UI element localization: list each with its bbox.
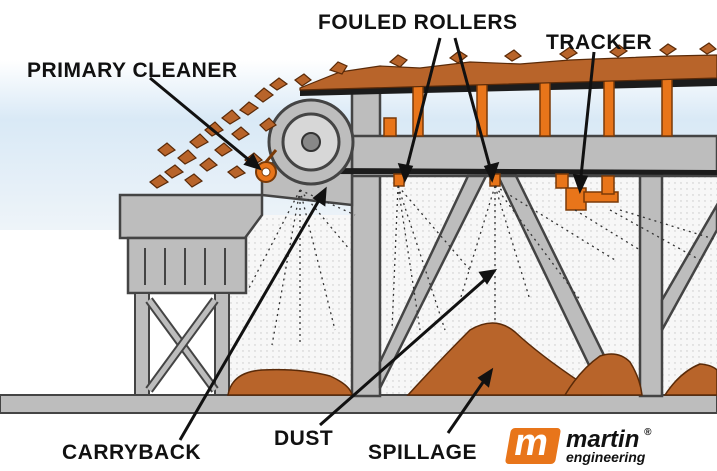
- logo-word-martin: martin: [566, 426, 640, 453]
- ground-beam: [0, 394, 717, 414]
- dust-label: DUST: [274, 427, 334, 450]
- head-pulley: [267, 98, 355, 186]
- logo-word-engineering: engineering: [566, 449, 646, 465]
- material-load: [149, 42, 717, 189]
- spillage-label: SPILLAGE: [368, 441, 478, 464]
- tracker-device: [555, 173, 619, 211]
- dust-streams: [247, 185, 717, 346]
- dust-haze-left: [230, 215, 360, 395]
- martin-engineering-logo: m martin ® engineering: [504, 422, 708, 466]
- spillage-piles: [227, 322, 717, 396]
- fouled-rollers-label: FOULED ROLLERS: [318, 11, 518, 34]
- primary-cleaner-label: PRIMARY CLEANER: [27, 59, 238, 82]
- tracker-label: TRACKER: [546, 31, 653, 54]
- loading-chute: [118, 193, 264, 396]
- logo-mark: m: [504, 422, 562, 464]
- logo-registered: ®: [644, 427, 652, 438]
- carryback-label: CARRYBACK: [62, 441, 202, 464]
- leader-lines: [149, 37, 596, 441]
- primary-cleaner: [255, 149, 278, 183]
